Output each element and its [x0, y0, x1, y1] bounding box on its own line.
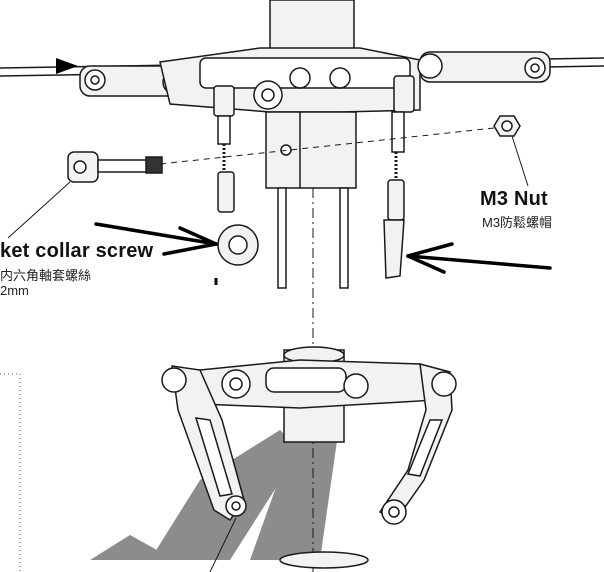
- right-link-rod: [383, 75, 415, 279]
- screw-callout-size: 2mm: [0, 283, 29, 298]
- nut-callout-title: M3 Nut: [480, 188, 548, 210]
- bottom-hub: [279, 551, 369, 569]
- screw-callout-title: ket collar screw: [0, 240, 154, 262]
- m3-nut: [493, 115, 521, 137]
- swashplate-assembly: [161, 346, 457, 525]
- head-assembly: [79, 47, 551, 113]
- nut-leader: [511, 135, 529, 187]
- dotted-frame: [0, 373, 21, 572]
- nut-callout-subtitle: M3防鬆螺帽: [482, 215, 553, 230]
- center-hub: [265, 111, 357, 289]
- left-link-rod: [213, 85, 259, 266]
- screw-leader: [7, 181, 71, 239]
- flybar-direction-arrow: [56, 58, 78, 74]
- collar-screw: [67, 151, 163, 183]
- left-pointer-arrow: [94, 222, 218, 256]
- bottom-leader: [209, 517, 237, 572]
- right-pointer-arrow: [406, 242, 552, 274]
- screw-callout-subtitle: 内六角軸套螺絲: [0, 268, 92, 283]
- assembly-dashed-line: [159, 127, 495, 165]
